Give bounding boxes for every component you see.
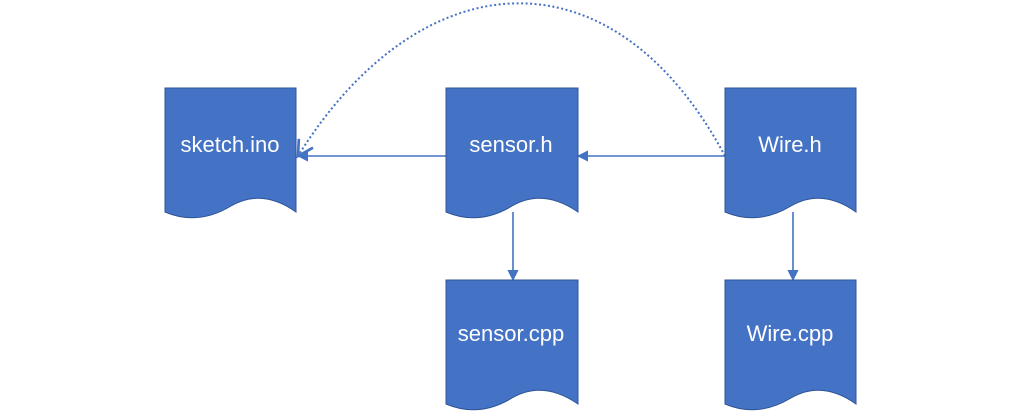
edges xyxy=(296,2,799,282)
document-shape xyxy=(724,87,857,219)
node-sensor-h[interactable]: sensor.h xyxy=(445,87,579,219)
node-label-wire-h: Wire.h xyxy=(758,132,822,157)
node-sensor-cpp[interactable]: sensor.cpp xyxy=(445,279,579,411)
node-label-sensor-h: sensor.h xyxy=(469,132,552,157)
document-shape xyxy=(164,87,297,219)
node-wire-h[interactable]: Wire.h xyxy=(724,87,857,219)
node-label-sketch-ino: sketch.ino xyxy=(180,132,279,157)
edge-wire-h-to-sketch-dotted xyxy=(296,2,726,159)
node-label-wire-cpp: Wire.cpp xyxy=(747,321,834,346)
node-label-sensor-cpp: sensor.cpp xyxy=(458,321,564,346)
node-sketch-ino[interactable]: sketch.ino xyxy=(164,87,297,219)
document-shape xyxy=(445,87,579,219)
node-wire-cpp[interactable]: Wire.cpp xyxy=(724,279,857,411)
document-shape xyxy=(445,279,579,411)
document-shape xyxy=(724,279,857,411)
